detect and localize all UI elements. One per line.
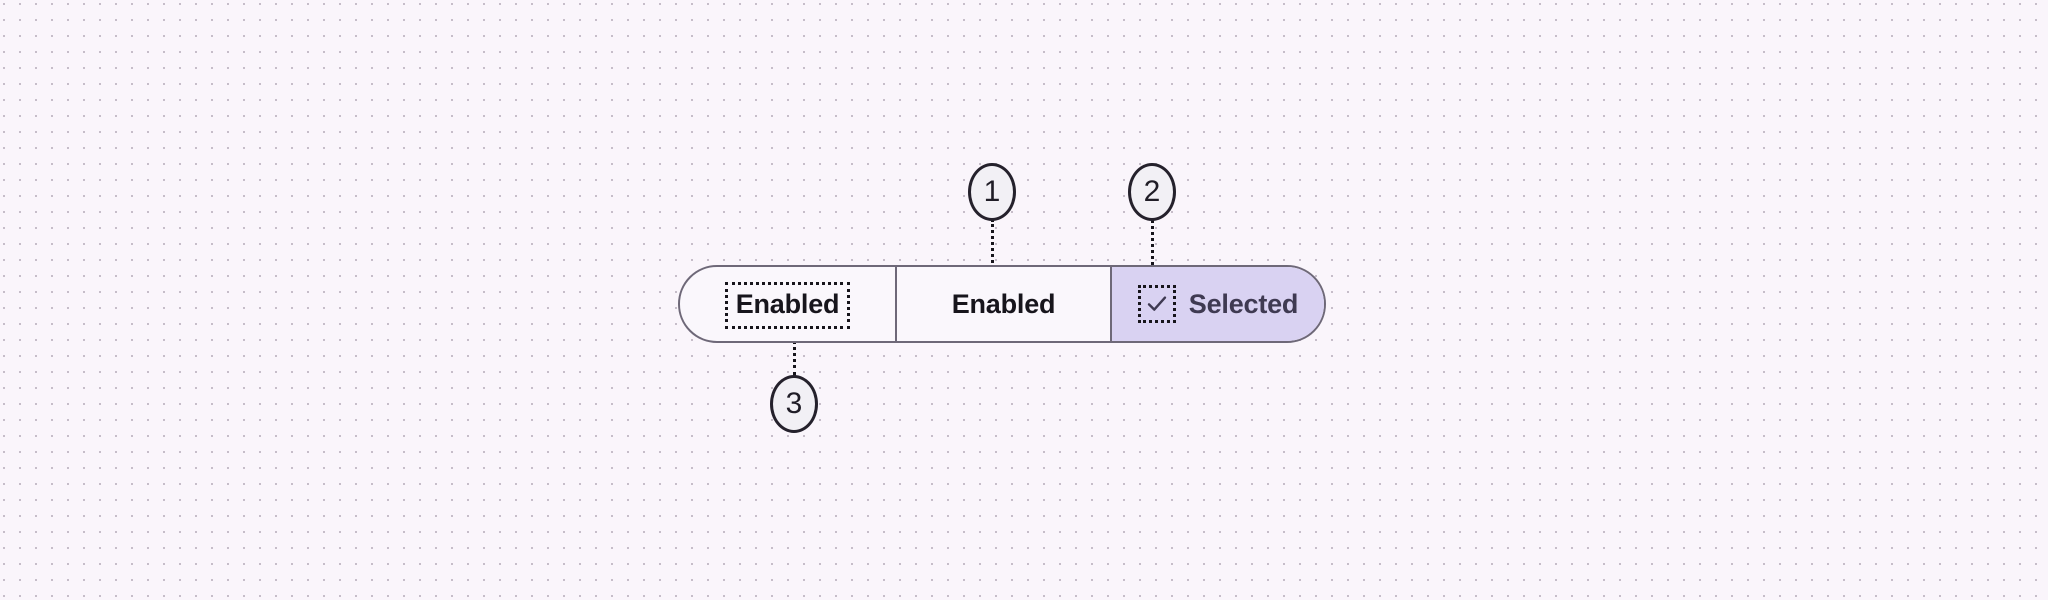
callout-badge-3: 3	[770, 375, 818, 433]
segment-label-enabled-focused: Enabled	[724, 281, 851, 329]
callout-connector-2	[1151, 219, 1154, 291]
segmented-control[interactable]: Enabled Enabled Selected	[678, 265, 1326, 343]
segment-label-selected: Selected	[1188, 288, 1299, 319]
callout-badge-3-number: 3	[785, 387, 803, 420]
check-icon[interactable]	[1137, 285, 1176, 323]
segment-selected[interactable]: Selected	[1112, 267, 1324, 341]
segment-label-enabled: Enabled	[951, 288, 1056, 319]
callout-connector-3	[793, 328, 796, 376]
segment-enabled[interactable]: Enabled	[895, 267, 1112, 341]
callout-connector-1	[991, 219, 994, 305]
segment-enabled-focused[interactable]: Enabled	[680, 267, 895, 341]
callout-badge-1: 1	[968, 163, 1016, 221]
callout-badge-2: 2	[1128, 163, 1176, 221]
callout-badge-1-number: 1	[983, 175, 1001, 208]
callout-badge-2-number: 2	[1143, 175, 1161, 208]
